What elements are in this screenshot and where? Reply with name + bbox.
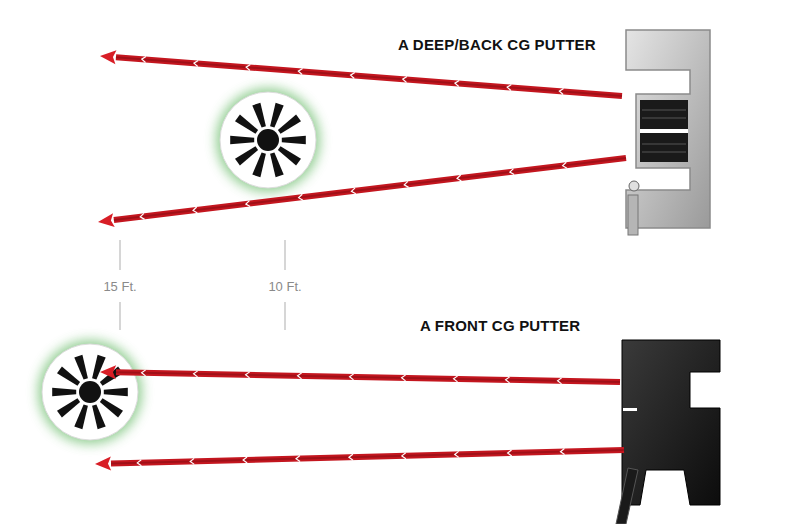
- arrow-chevron: [507, 85, 511, 91]
- arrow-chevron: [142, 57, 146, 63]
- arrow-chevron: [190, 458, 194, 464]
- arrow-chevron: [561, 449, 565, 455]
- arrow-head: [98, 213, 115, 227]
- arrow-chevron: [404, 181, 408, 187]
- arrow-chevron: [243, 457, 247, 463]
- hole-vane: [92, 355, 106, 380]
- arrow-chevron: [246, 201, 250, 207]
- arrow-chevron: [402, 375, 406, 381]
- arrow-chevron: [246, 65, 250, 71]
- hole-center: [79, 381, 101, 403]
- arrow-chevron: [351, 73, 355, 79]
- arrow-chevron: [455, 81, 459, 87]
- arrow-chevron: [558, 378, 562, 384]
- arrow-shaft: [111, 450, 624, 464]
- arrow-chevron: [457, 175, 461, 181]
- hole-vane: [270, 103, 284, 128]
- ball-path-arrows: [95, 50, 626, 470]
- hole-vane: [235, 146, 258, 165]
- arrow-chevron: [193, 207, 197, 213]
- arrow-chevron: [298, 373, 302, 379]
- arrow-shade: [111, 450, 624, 464]
- arrow-chevron: [454, 376, 458, 382]
- hole-vane: [252, 103, 266, 128]
- arrow-chevron: [140, 213, 144, 219]
- hole-vane: [252, 153, 266, 178]
- arrow-chevron: [351, 188, 355, 194]
- arrow-chevron: [510, 169, 514, 175]
- arrow-chevron: [506, 377, 510, 383]
- arrow-chevron: [402, 453, 406, 459]
- arrow-chevron: [508, 450, 512, 456]
- hole-vane: [100, 398, 123, 417]
- hole-vane: [74, 355, 88, 380]
- arrow-chevron: [296, 456, 300, 462]
- hole-center: [257, 129, 279, 151]
- hole-vane: [278, 146, 301, 165]
- deep-cg-putter: [626, 30, 710, 235]
- hole-vane: [282, 136, 306, 144]
- arrow-head: [95, 457, 111, 471]
- arrow-chevron: [298, 69, 302, 75]
- arrow-chevron: [194, 61, 198, 67]
- arrow-chevron: [559, 89, 563, 95]
- arrow-chevron: [137, 460, 141, 466]
- arrow-shaft: [114, 158, 626, 220]
- front-cg-putter: [616, 340, 720, 524]
- arrow-chevron: [455, 451, 459, 457]
- hole-vane: [235, 114, 258, 133]
- hole-vane: [74, 405, 88, 430]
- putter-heading: A DEEP/BACK CG PUTTER: [398, 36, 596, 53]
- hole-vane: [57, 366, 80, 385]
- arrow-chevron: [194, 371, 198, 377]
- arrow-shade: [116, 372, 620, 382]
- golf-hole: [38, 340, 142, 444]
- arrow-chevron: [299, 194, 303, 200]
- distance-label: 10 Ft.: [266, 279, 303, 294]
- arrow-chevron: [142, 370, 146, 376]
- arrow-chevron: [349, 454, 353, 460]
- hole-vane: [104, 388, 128, 396]
- arrow-head: [100, 365, 116, 379]
- arrow-head: [100, 50, 116, 64]
- hole-vane: [278, 114, 301, 133]
- hole-vane: [230, 136, 254, 144]
- arrow-chevron: [246, 372, 250, 378]
- hole-vane: [57, 398, 80, 417]
- hole-vane: [92, 405, 106, 430]
- arrow-shaft: [116, 372, 620, 382]
- hole-vane: [270, 153, 284, 178]
- putter-heading: A FRONT CG PUTTER: [420, 317, 580, 334]
- arrow-chevron: [563, 162, 567, 168]
- arrow-chevron: [403, 77, 407, 83]
- arrow-shaft: [116, 57, 622, 96]
- hole-vane: [52, 388, 76, 396]
- distance-marks: [120, 240, 285, 330]
- golf-hole: [216, 88, 320, 192]
- arrow-chevron: [350, 374, 354, 380]
- distance-label: 15 Ft.: [101, 279, 138, 294]
- arrow-shade: [114, 158, 626, 220]
- arrow-shade: [116, 57, 622, 96]
